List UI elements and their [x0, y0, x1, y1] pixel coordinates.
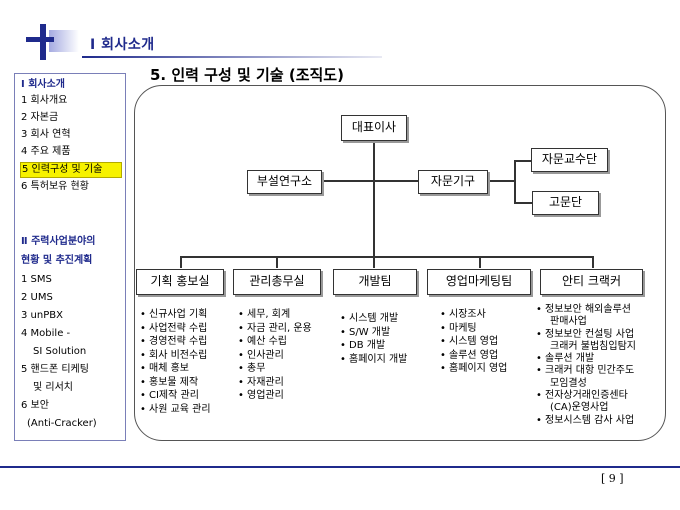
org-box-planning-pr: 기획 홍보실	[136, 269, 224, 295]
planning-pr-duties-list: 신규사업 기획 사업전략 수립 경영전략 수립 회사 비전수립 매체 홍보 홍보…	[140, 308, 211, 416]
connector-advisory-vertical	[514, 160, 516, 202]
org-box-advisory: 자문기구	[418, 170, 488, 194]
duty-item: 홈페이지 개발	[340, 353, 407, 367]
duty-item: 매체 홍보	[140, 362, 211, 376]
sidebar-nav: Ⅰ 회사소개 1 회사개요 2 자본금 3 회사 연혁 4 주요 제품 5 인력…	[14, 73, 126, 441]
sidebar-section2-title-line2[interactable]: 현황 및 추진계획	[21, 255, 93, 266]
sidebar-item-security-cont[interactable]: (Anti-Cracker)	[27, 418, 97, 429]
sidebar-item-ticketing-cont[interactable]: 및 리서치	[33, 382, 73, 393]
connector-advisory-right	[488, 180, 514, 182]
org-box-research-lab: 부설연구소	[247, 170, 322, 194]
duty-item-continuation: 판매사업	[550, 316, 587, 328]
duty-item: 영업관리	[238, 389, 312, 403]
duty-item: 시스템 개발	[340, 312, 407, 326]
sidebar-item-security[interactable]: 6 보안	[21, 400, 49, 411]
duty-item: 마케팅	[440, 322, 507, 336]
duty-item: CI제작 관리	[140, 389, 211, 403]
org-box-admin: 관리총무실	[233, 269, 321, 295]
sidebar-item-ticketing[interactable]: 5 핸드폰 티케팅	[21, 364, 89, 375]
duty-item-continuation: (CA)운영사업	[550, 402, 609, 414]
connector-dept2	[276, 256, 278, 268]
org-box-development: 개발팀	[333, 269, 417, 295]
duty-item: 솔루션 영업	[440, 349, 507, 363]
org-box-sales-marketing: 영업마케팅팀	[427, 269, 531, 295]
duty-item: 홍보물 제작	[140, 376, 211, 390]
duty-item: S/W 개발	[340, 326, 407, 340]
org-box-consultants: 고문단	[532, 191, 599, 215]
sidebar-section2-title-line1[interactable]: Ⅱ 주력사업분야의	[21, 236, 96, 247]
connector-dept5	[592, 256, 594, 268]
duty-item: DB 개발	[340, 339, 407, 353]
connector-to-consultants	[514, 202, 532, 204]
org-box-anti-cracker: 안티 크랙커	[540, 269, 643, 295]
duty-item: 인사관리	[238, 349, 312, 363]
slide-title: 5. 인력 구성 및 기술 (조직도)	[150, 66, 344, 84]
duty-item: 사원 교육 관리	[140, 403, 211, 417]
connector-lab-advisory	[318, 180, 418, 182]
connector-dept1	[180, 256, 182, 268]
sidebar-item-unpbx[interactable]: 3 unPBX	[21, 310, 63, 321]
header-underline	[82, 56, 382, 58]
connector-ceo-trunk	[373, 140, 375, 268]
connector-to-professors	[514, 160, 532, 162]
sidebar-item-staff-tech-active[interactable]: 5 인력구성 및 기술	[20, 162, 122, 178]
duty-item: 신규사업 기획	[140, 308, 211, 322]
duty-item: 전자상거래인증센타	[536, 390, 636, 403]
sales-marketing-duties-list: 시장조사 마케팅 시스템 영업 솔루션 영업 홈페이지 영업	[440, 308, 507, 376]
connector-dept-horizontal	[180, 256, 593, 258]
sidebar-item-mobile[interactable]: 4 Mobile -	[21, 328, 71, 339]
duty-item: 경영전략 수립	[140, 335, 211, 349]
sidebar-section1-title[interactable]: Ⅰ 회사소개	[21, 79, 66, 90]
duty-item: 시장조사	[440, 308, 507, 322]
anti-cracker-duties-list: 정보보안 해외솔루션 판매사업 정보보안 컨설팅 사업 크래커 불법침입탐지 솔…	[536, 304, 636, 427]
header-gradient-decoration	[49, 30, 79, 52]
sidebar-item-sms[interactable]: 1 SMS	[21, 274, 52, 285]
duty-item: 총무	[238, 362, 312, 376]
duty-item: 세무, 회계	[238, 308, 312, 322]
org-box-advisory-professors: 자문교수단	[531, 148, 608, 172]
duty-item: 예산 수립	[238, 335, 312, 349]
sidebar-item-history[interactable]: 3 회사 연혁	[21, 129, 71, 140]
sidebar-item-mobile-cont[interactable]: SI Solution	[33, 346, 87, 357]
sidebar-item-company-overview[interactable]: 1 회사개요	[21, 95, 68, 106]
duty-item: 크래커 대항 민간주도	[536, 365, 636, 378]
sidebar-item-products[interactable]: 4 주요 제품	[21, 146, 71, 157]
development-duties-list: 시스템 개발 S/W 개발 DB 개발 홈페이지 개발	[340, 312, 407, 366]
duty-item: 회사 비전수립	[140, 349, 211, 363]
header-cross-logo-vertical	[40, 24, 46, 60]
org-box-ceo: 대표이사	[341, 115, 407, 141]
sidebar-item-ums[interactable]: 2 UMS	[21, 292, 53, 303]
duty-item-continuation: 크래커 불법침입탐지	[550, 340, 636, 352]
sidebar-item-patents[interactable]: 6 특허보유 현황	[21, 181, 89, 192]
duty-item-continuation: 모임결성	[550, 377, 587, 389]
duty-item: 정보보안 해외솔루션	[536, 304, 636, 317]
duty-item: 정보시스템 감사 사업	[536, 415, 636, 428]
duty-item: 자재관리	[238, 376, 312, 390]
section-header-title: Ⅰ 회사소개	[90, 37, 155, 53]
footer-divider	[0, 466, 680, 468]
duty-item: 정보보안 컨설팅 사업	[536, 329, 636, 342]
page-number: [ 9 ]	[601, 472, 624, 485]
sidebar-item-capital[interactable]: 2 자본금	[21, 112, 59, 123]
header-cross-logo-horizontal	[26, 37, 54, 42]
duty-item: 홈페이지 영업	[440, 362, 507, 376]
admin-duties-list: 세무, 회계 자금 관리, 운용 예산 수립 인사관리 총무 자재관리 영업관리	[238, 308, 312, 403]
duty-item: 사업전략 수립	[140, 322, 211, 336]
duty-item: 솔루션 개발	[536, 353, 636, 366]
connector-dept4	[479, 256, 481, 268]
org-chart-frame	[134, 85, 666, 441]
duty-item: 자금 관리, 운용	[238, 322, 312, 336]
duty-item: 시스템 영업	[440, 335, 507, 349]
